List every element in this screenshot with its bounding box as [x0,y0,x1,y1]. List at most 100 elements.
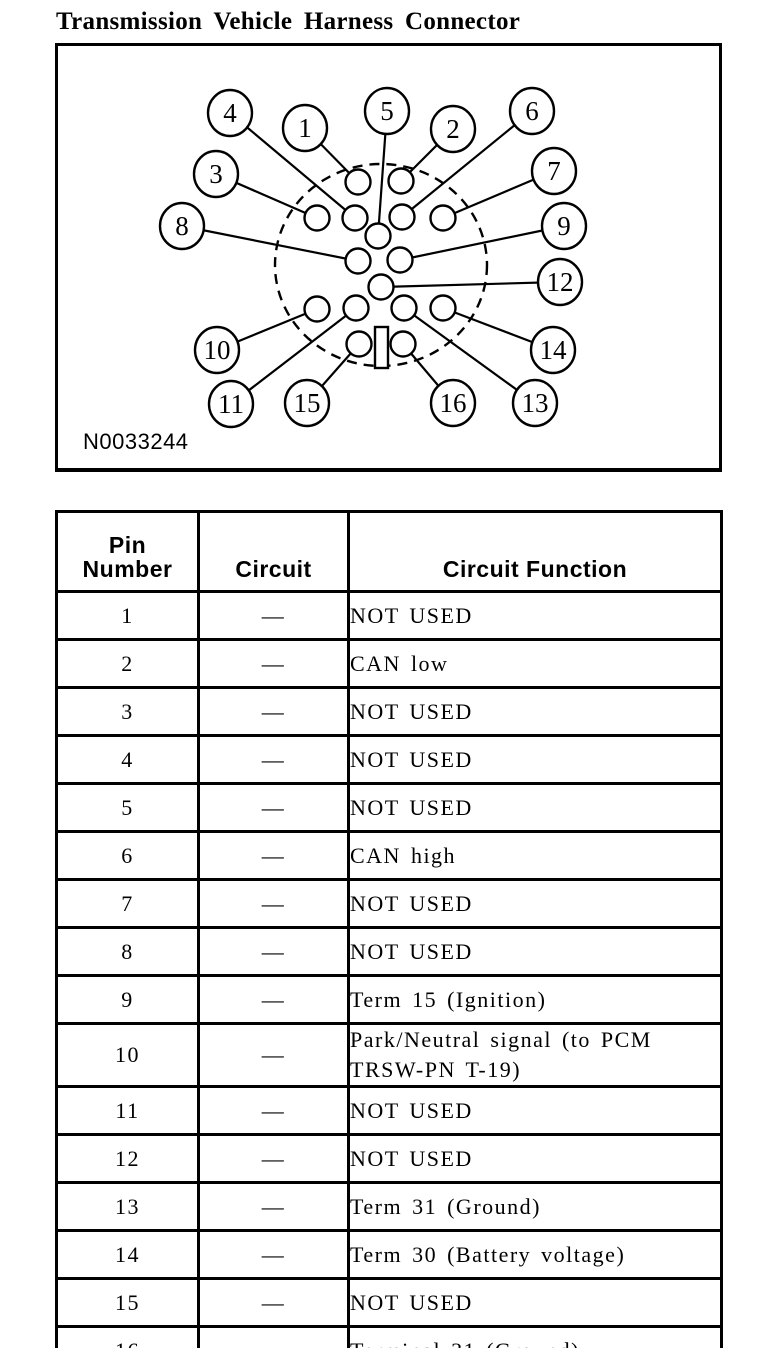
header-circuit: Circuit [197,510,350,593]
circuit-cell: — [197,1325,350,1348]
circuit-function-cell: NOT USED [347,734,723,785]
table-row-pin-9: 9—Term 15 (Ignition) [55,974,723,1025]
circuit-function-cell: Term 30 (Battery voltage) [347,1229,723,1280]
circuit-function-cell: Term 31 (Ground) [347,1181,723,1232]
pin-4 [341,204,369,232]
callout-14 [529,325,577,375]
circuit-cell: — [197,1181,350,1232]
table-row-pin-5: 5—NOT USED [55,782,723,833]
pin-number-cell: 15 [55,1277,200,1328]
pin-number-cell: 8 [55,926,200,977]
callout-label-7: 7 [547,156,561,186]
header-pin-number-label: Pin Number [82,532,173,582]
pin-number-cell: 13 [55,1181,200,1232]
pin-2 [387,167,415,195]
callout-4 [206,88,254,138]
callout-9 [540,201,588,251]
circuit-function-cell: NOT USED [347,590,723,641]
circuit-cell: — [197,926,350,977]
callout-12 [536,257,584,307]
pin-number-cell: 12 [55,1133,200,1184]
pin-6 [388,203,416,231]
pin-number-cell: 11 [55,1085,200,1136]
circuit-cell: — [197,878,350,929]
leader-line-8 [181,224,359,263]
circuit-cell: — [197,734,350,785]
callout-label-15: 15 [294,388,321,418]
callout-3 [192,149,240,199]
leader-line-4 [229,112,356,219]
callout-label-10: 10 [204,335,231,365]
pin-1 [344,168,372,196]
table-row-pin-15: 15—NOT USED [55,1277,723,1328]
callout-10 [193,325,241,375]
pin-number-cell: 14 [55,1229,200,1280]
circuit-function-cell: NOT USED [347,1085,723,1136]
table-row-pin-12: 12—NOT USED [55,1133,723,1184]
callout-1 [281,103,329,153]
pin-10 [303,295,331,323]
callout-label-16: 16 [440,388,467,418]
pin-11 [342,294,370,322]
callout-label-1: 1 [298,113,312,143]
leader-line-9 [399,224,565,262]
pin-number-cell: 1 [55,590,200,641]
pin-16 [389,330,417,358]
circuit-function-cell: NOT USED [347,878,723,929]
circuit-function-cell: NOT USED [347,926,723,977]
callout-label-12: 12 [547,267,574,297]
callout-label-4: 4 [223,98,237,128]
pin-13 [390,294,418,322]
pin-number-cell: 6 [55,830,200,881]
key-slot [373,325,390,370]
pin-function-table: Pin Number Circuit Circuit Function 1—NO… [55,510,723,1348]
circuit-cell: — [197,1022,350,1088]
pin-8 [344,247,372,275]
circuit-cell: — [197,1277,350,1328]
circuit-function-cell: Park/Neutral signal (to PCM TRSW-PN T-19… [347,1022,723,1088]
circuit-cell: — [197,590,350,641]
circuit-cell: — [197,782,350,833]
table-header-row: Pin Number Circuit Circuit Function [55,510,723,593]
leader-line-12 [380,280,561,289]
circuit-cell: — [197,1229,350,1280]
table-row-pin-8: 8—NOT USED [55,926,723,977]
callout-label-6: 6 [525,96,539,126]
header-pin-number: Pin Number [55,510,200,593]
callout-label-9: 9 [557,211,571,241]
circuit-function-cell: Term 15 (Ignition) [347,974,723,1025]
header-circuit-function: Circuit Function [347,510,723,593]
pin-number-cell: 7 [55,878,200,929]
figure-number: N0033244 [83,429,189,454]
circuit-cell: — [197,1133,350,1184]
circuit-cell: — [197,974,350,1025]
callout-7 [530,146,578,196]
pin-7 [429,204,457,232]
leader-line-13 [403,307,536,404]
pin-15 [345,330,373,358]
circuit-function-cell: NOT USED [347,1133,723,1184]
pin-number-cell: 5 [55,782,200,833]
callout-13 [511,378,559,428]
callout-label-13: 13 [522,388,549,418]
table-row-pin-2: 2—CAN low [55,638,723,689]
leader-line-11 [230,307,357,405]
callout-label-2: 2 [446,114,460,144]
circuit-function-cell: CAN low [347,638,723,689]
table-row-pin-16: 16—Terminal 31 (Ground) [55,1325,723,1348]
circuit-function-cell: NOT USED [347,686,723,737]
pin-number-cell: 9 [55,974,200,1025]
circuit-function-cell: Terminal 31 (Ground) [347,1325,723,1348]
table-row-pin-1: 1—NOT USED [55,590,723,641]
callout-6 [508,86,556,136]
circuit-cell: — [197,686,350,737]
pin-number-cell: 2 [55,638,200,689]
circuit-cell: — [197,1085,350,1136]
pin-number-cell: 4 [55,734,200,785]
pin-number-cell: 10 [55,1022,200,1088]
table-row-pin-4: 4—NOT USED [55,734,723,785]
callout-15 [283,378,331,428]
circuit-cell: — [197,830,350,881]
